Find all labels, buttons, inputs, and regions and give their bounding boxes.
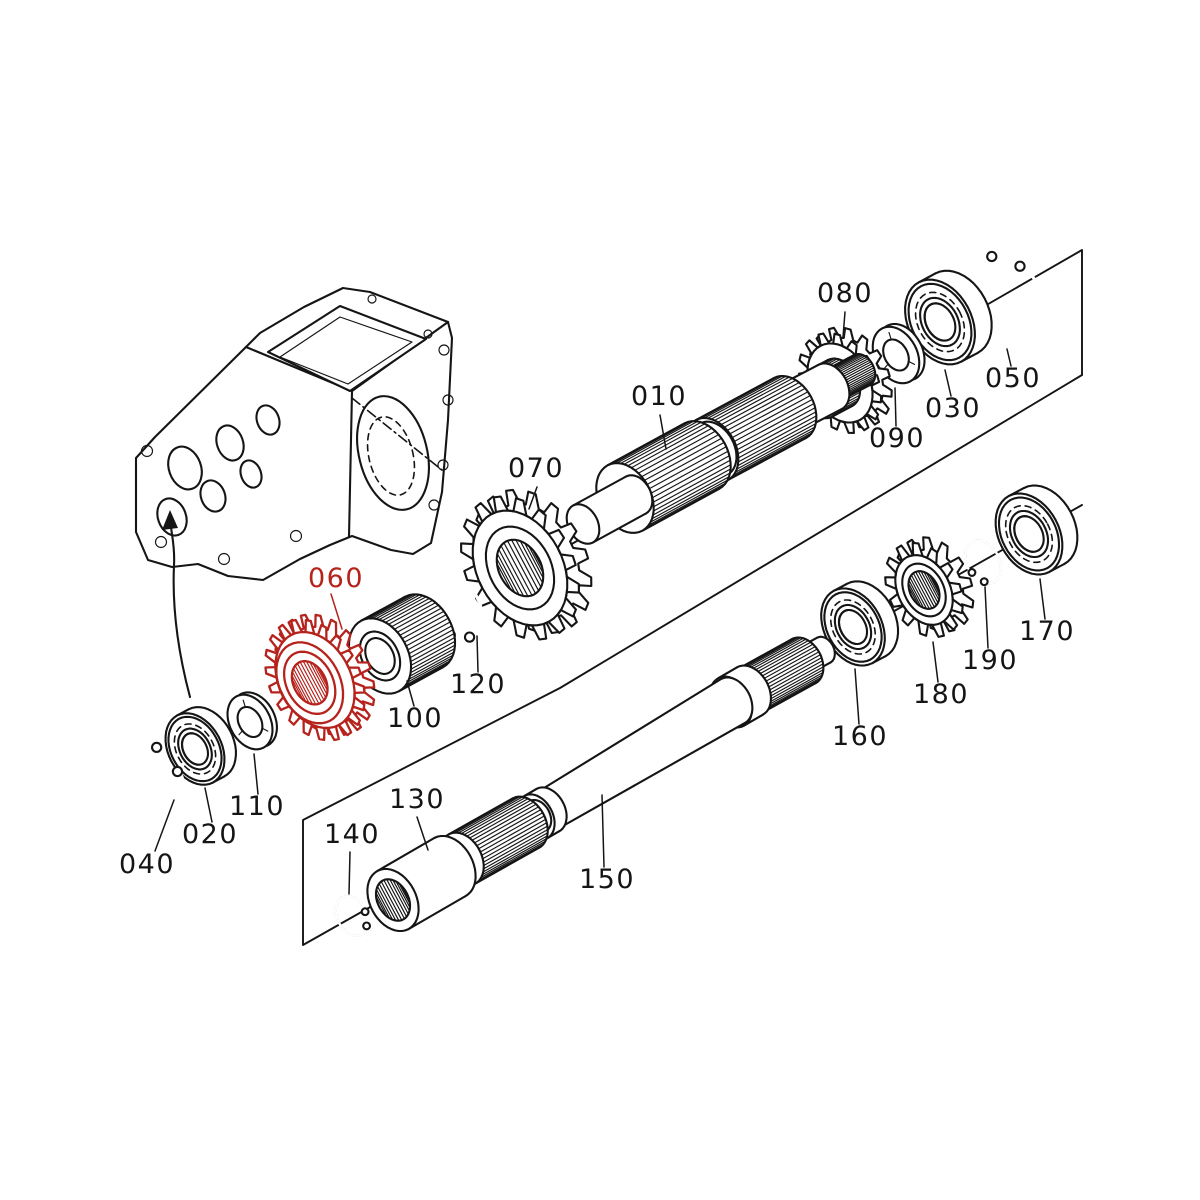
leader-170: [1039, 578, 1046, 620]
part-070-gear[interactable]: [460, 488, 593, 641]
case-bore: [167, 445, 203, 491]
part-label-030[interactable]: 030: [925, 393, 981, 424]
case-bore: [156, 497, 188, 537]
part-label-110[interactable]: 110: [229, 791, 285, 822]
leader-070: [528, 486, 538, 510]
part-label-150[interactable]: 150: [579, 864, 635, 895]
leader-150: [601, 794, 605, 868]
leader-040: [154, 799, 175, 852]
part-label-100[interactable]: 100: [387, 703, 443, 734]
part-label-060[interactable]: 060: [308, 563, 364, 594]
leader-190: [984, 586, 989, 649]
part-040-snap-ring[interactable]: [113, 737, 187, 826]
leader-010: [659, 414, 667, 450]
leader-030: [944, 369, 952, 397]
part-130-spacer-bushing[interactable]: [366, 834, 477, 933]
leader-080: [842, 311, 846, 338]
part-label-140[interactable]: 140: [324, 819, 380, 850]
part-label-190[interactable]: 190: [962, 645, 1018, 676]
case-bore: [215, 424, 245, 462]
leader-020: [204, 787, 213, 823]
parts-layer: [113, 250, 1079, 937]
part-label-120[interactable]: 120: [450, 669, 506, 700]
case-bore: [239, 459, 263, 489]
leader-180: [932, 641, 939, 683]
case-bore: [199, 479, 227, 513]
part-190-snap-ring[interactable]: [963, 539, 1002, 587]
part-label-170[interactable]: 170: [1019, 616, 1075, 647]
leader-130: [416, 816, 429, 851]
part-010-shaft[interactable]: [565, 352, 877, 545]
transmission-case: [134, 286, 454, 582]
part-050-snap-ring[interactable]: [965, 250, 1047, 349]
leader-120: [476, 635, 479, 673]
part-label-090[interactable]: 090: [869, 423, 925, 454]
leader-110: [253, 753, 259, 795]
labels-layer: 010 020 030 040 050 060 070 080 090 100 110 120 130 1…: [119, 278, 1075, 895]
case-bore: [255, 404, 281, 436]
part-label-070[interactable]: 070: [508, 453, 564, 484]
part-label-010[interactable]: 010: [631, 381, 687, 412]
assembly-direction-arrow: [162, 510, 192, 699]
part-060-gear[interactable]: [264, 613, 376, 742]
arrow-head: [162, 510, 178, 530]
part-170-ball-bearing[interactable]: [994, 484, 1079, 576]
part-160-ball-bearing[interactable]: [820, 580, 900, 667]
part-label-080[interactable]: 080: [817, 278, 873, 309]
leader-160: [854, 668, 860, 725]
leader-060: [330, 593, 343, 630]
part-180-gear[interactable]: [884, 536, 975, 638]
part-label-050[interactable]: 050: [985, 363, 1041, 394]
leader-100: [406, 680, 415, 707]
leader-050: [1006, 348, 1012, 367]
leader-090: [894, 387, 897, 427]
part-label-020[interactable]: 020: [182, 819, 238, 850]
part-140-snap-ring[interactable]: [334, 894, 372, 937]
part-label-040[interactable]: 040: [119, 849, 175, 880]
part-label-180[interactable]: 180: [913, 679, 969, 710]
part-110-washer[interactable]: [226, 691, 278, 751]
leader-140: [348, 851, 351, 895]
part-label-130[interactable]: 130: [389, 784, 445, 815]
part-label-160[interactable]: 160: [832, 721, 888, 752]
part-100-coupling-hub[interactable]: [347, 593, 457, 695]
